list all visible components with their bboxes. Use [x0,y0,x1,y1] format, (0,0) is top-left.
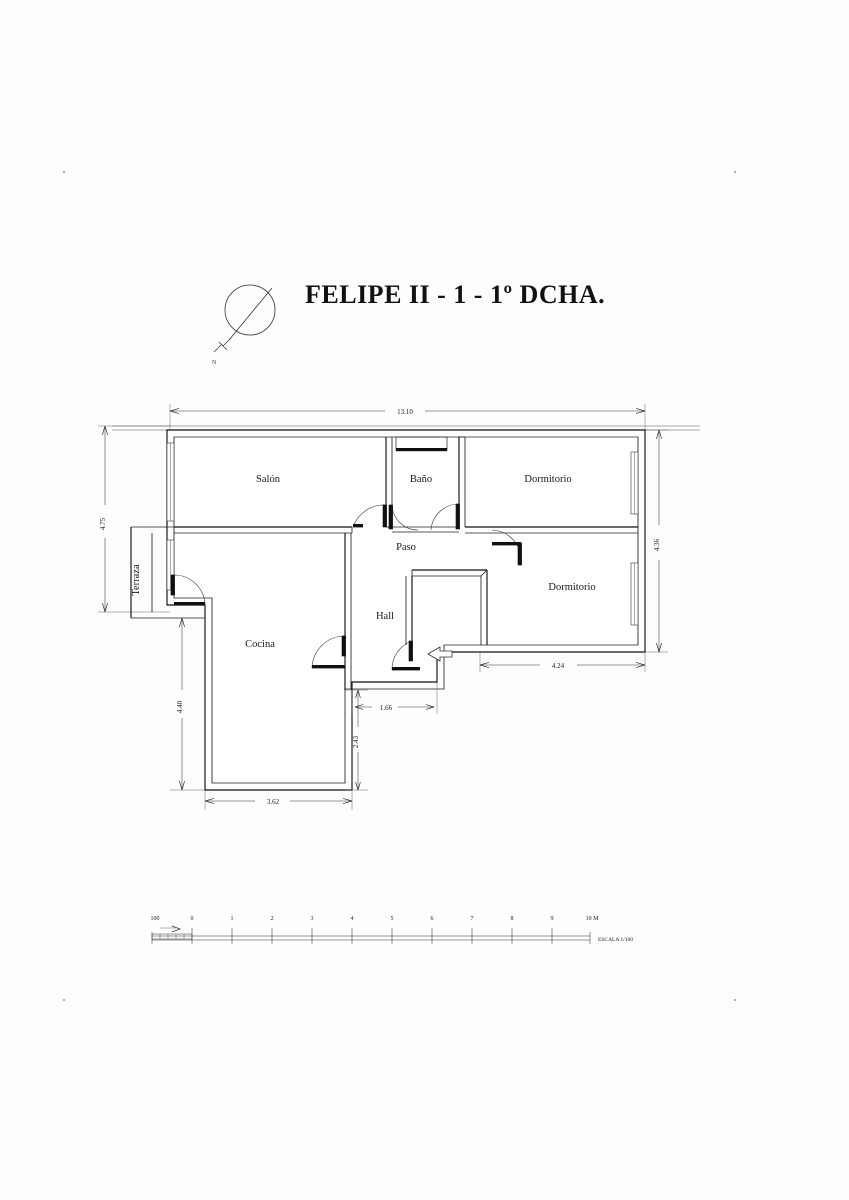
dimension-cocina-width: 3.62 [204,790,353,810]
scale-tick-0: 0 [191,916,194,922]
door-bano[interactable] [388,504,419,531]
dimension-cocina-height: 4.40 [170,617,205,791]
scale-tick-4: 4 [351,916,354,922]
scale-tick-10: 10 M [586,916,600,922]
window-right-dormitorio2 [630,562,639,626]
partition-bano-bottom [392,526,459,533]
partition-dormitorio2-left [480,569,488,645]
window-right-dormitorio1 [630,451,639,515]
bathtub-fixture [395,436,448,452]
dimension-hall-width-text: 1.66 [380,704,393,712]
scale-tick-1: 1 [231,916,234,922]
scale-tick-9: 9 [551,916,554,922]
scale-tick-2: 2 [271,916,274,922]
dimension-left-height-text: 4.75 [99,517,107,530]
wall-terraza [130,526,205,619]
room-label-cocina: Cocina [245,639,275,650]
door-terraza[interactable] [170,574,206,607]
partition-hall-top [411,569,487,577]
scale-note: ESCALA 1/100 [598,937,633,943]
room-label-bano: Baño [410,474,432,485]
dimension-cocina-width-text: 3.62 [267,798,280,806]
dimension-hall-height: 2.43 [345,689,368,791]
dimension-hall-width: 1.66 [351,682,438,714]
room-label-dormitorio-1: Dormitorio [524,474,571,485]
dimension-dormitorio2-width-text: 4.24 [552,662,565,670]
scale-tick-3: 3 [311,916,314,922]
scale-ticks [191,928,553,944]
door-dormitorio2[interactable] [491,529,522,566]
partition-dormitorio1-bottom [465,526,638,534]
partition-hall-left [405,576,413,645]
scale-tick-5: 5 [391,916,394,922]
dimension-overall-width-text: 13.10 [397,408,413,416]
scale-tick-6: 6 [431,916,434,922]
scale-tick-7: 7 [471,916,474,922]
partition-cocina-right [344,533,352,690]
north-arrow-icon: N [212,284,276,366]
room-label-dormitorio-2: Dormitorio [548,582,595,593]
door-salon[interactable] [352,504,387,528]
page-registration-marks [62,170,737,1002]
dimension-cocina-height-text: 4.40 [176,700,184,713]
dimension-right-height: 4.36 [645,429,668,653]
entrance-direction-arrow-icon [427,646,453,662]
room-label-salon: Salón [256,474,281,485]
partition-salon-bottom [174,526,353,534]
dimension-dormitorio2-width: 4.24 [479,652,646,672]
room-label-terraza: Terraza [131,564,142,596]
dimension-hall-height-text: 2.43 [352,735,360,748]
dimension-overall-width: 13.10 [169,404,646,432]
north-label: N [212,360,217,366]
room-label-paso: Paso [396,542,416,553]
door-cocina[interactable] [311,635,346,669]
dimension-left-height: 4.75 [98,425,170,613]
door-dormitorio1[interactable] [430,503,460,531]
window-left-lower [166,539,175,591]
room-label-hall: Hall [376,611,394,622]
scale-sub-label: 100 [151,916,160,922]
dimension-right-height-text: 4.36 [653,538,661,551]
scale-bar: 100 0 1 2 3 4 5 6 7 [151,916,633,944]
window-left-salon [166,442,175,522]
plan-title: FELIPE II - 1 - 1º DCHA. [305,280,605,309]
door-entrance[interactable] [391,640,420,671]
scale-tick-8: 8 [511,916,514,922]
